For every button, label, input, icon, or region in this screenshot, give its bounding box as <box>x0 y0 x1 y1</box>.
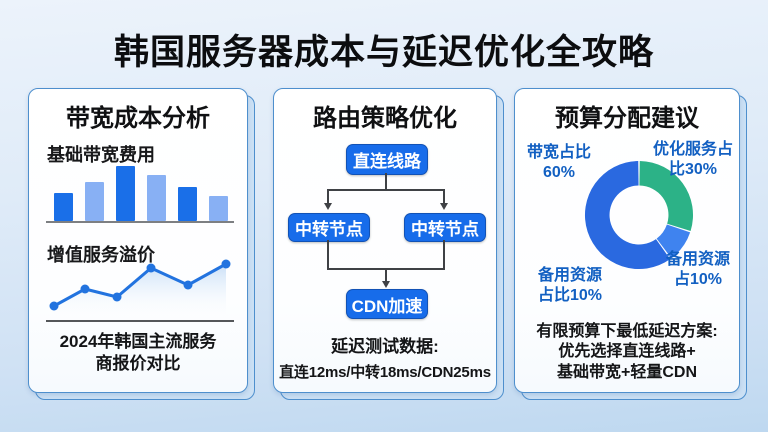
bar <box>54 193 73 221</box>
donut-label-text: 60% <box>542 164 576 181</box>
divider-line <box>46 320 234 322</box>
donut-label-text: 优化服务占 <box>652 141 733 158</box>
donut-label-text: 占比10% <box>537 287 603 304</box>
arrow-down-icon <box>381 281 390 288</box>
panel-budget-allocation: 预算分配建议 带宽占比 60% 优化服务占 比30% 备用资源 占比10% 备用… <box>514 88 747 400</box>
donut-label-backup-right: 备用资源 占10% <box>655 250 741 290</box>
connector-line <box>443 240 445 268</box>
flow-node-transit-right: 中转节点 <box>404 213 486 242</box>
budget-caption-line1: 有限预算下最低延迟方案: <box>536 323 718 340</box>
connector-line <box>385 173 387 190</box>
bar <box>209 196 228 221</box>
donut-label-bandwidth: 带宽占比 60% <box>517 143 601 183</box>
panel-routing-header: 路由策略优化 <box>313 105 457 132</box>
donut-chart <box>584 160 694 270</box>
routing-card: 路由策略优化 直连线路 中转节点 中转节点 CDN加速 延迟测试数据: 直连12… <box>273 88 497 393</box>
connector-line <box>327 189 329 203</box>
budget-card: 预算分配建议 带宽占比 60% 优化服务占 比30% 备用资源 占比10% 备用… <box>514 88 740 393</box>
bar-chart-label: 基础带宽费用 <box>47 145 155 165</box>
donut-segment <box>656 224 691 259</box>
bar-chart <box>46 166 234 223</box>
connector-line <box>443 189 445 203</box>
donut-label-text: 备用资源 <box>537 267 602 284</box>
panel-bandwidth-header: 带宽成本分析 <box>66 105 210 132</box>
line-chart-label: 增值服务溢价 <box>47 245 155 265</box>
bandwidth-caption-line1: 2024年韩国主流服务 <box>59 332 217 351</box>
donut-label-text: 比30% <box>668 161 718 178</box>
arrow-down-icon <box>439 203 448 210</box>
donut-label-text: 占10% <box>673 271 723 288</box>
page-title: 韩国服务器成本与延迟优化全攻略 <box>113 33 654 72</box>
budget-caption: 有限预算下最低延迟方案: 优先选择直连线路+ 基础带宽+轻量CDN <box>515 322 739 383</box>
flow-node-direct-line: 直连线路 <box>346 144 428 175</box>
panel-routing-strategy: 路由策略优化 直连线路 中转节点 中转节点 CDN加速 延迟测试数据: 直连12… <box>273 88 504 400</box>
panel-bandwidth-cost: 带宽成本分析 基础带宽费用 增值服务溢价 2024年韩国主流服务 商报价对比 <box>28 88 255 400</box>
connector-line <box>327 240 329 268</box>
latency-caption-line2: 直连12ms/中转18ms/CDN25ms <box>279 364 491 381</box>
donut-segment <box>584 160 671 270</box>
bandwidth-card: 带宽成本分析 基础带宽费用 增值服务溢价 2024年韩国主流服务 商报价对比 <box>28 88 248 393</box>
connector-line <box>327 189 445 191</box>
line-chart <box>49 259 231 317</box>
flow-node-transit-left: 中转节点 <box>288 213 370 242</box>
bar <box>178 187 197 221</box>
arrow-down-icon <box>323 203 332 210</box>
budget-caption-line3: 基础带宽+轻量CDN <box>556 363 697 381</box>
flow-node-cdn: CDN加速 <box>346 289 428 319</box>
connector-line <box>385 268 387 281</box>
bandwidth-caption-line2: 商报价对比 <box>95 354 181 374</box>
donut-label-optimize: 优化服务占 比30% <box>645 140 741 180</box>
bar <box>116 166 135 221</box>
bar <box>85 182 104 221</box>
latency-test-caption: 延迟测试数据: 直连12ms/中转18ms/CDN25ms <box>274 332 496 382</box>
donut-label-text: 带宽占比 <box>526 144 591 161</box>
donut-label-backup-left: 备用资源 占比10% <box>527 266 613 306</box>
latency-caption-line1: 延迟测试数据: <box>331 337 439 356</box>
donut-segment <box>639 160 694 231</box>
budget-caption-line2: 优先选择直连线路+ <box>558 343 696 361</box>
donut-label-text: 备用资源 <box>665 251 730 268</box>
bar <box>147 175 166 221</box>
panel-budget-header: 预算分配建议 <box>555 105 699 132</box>
bandwidth-caption: 2024年韩国主流服务 商报价对比 <box>29 331 247 376</box>
